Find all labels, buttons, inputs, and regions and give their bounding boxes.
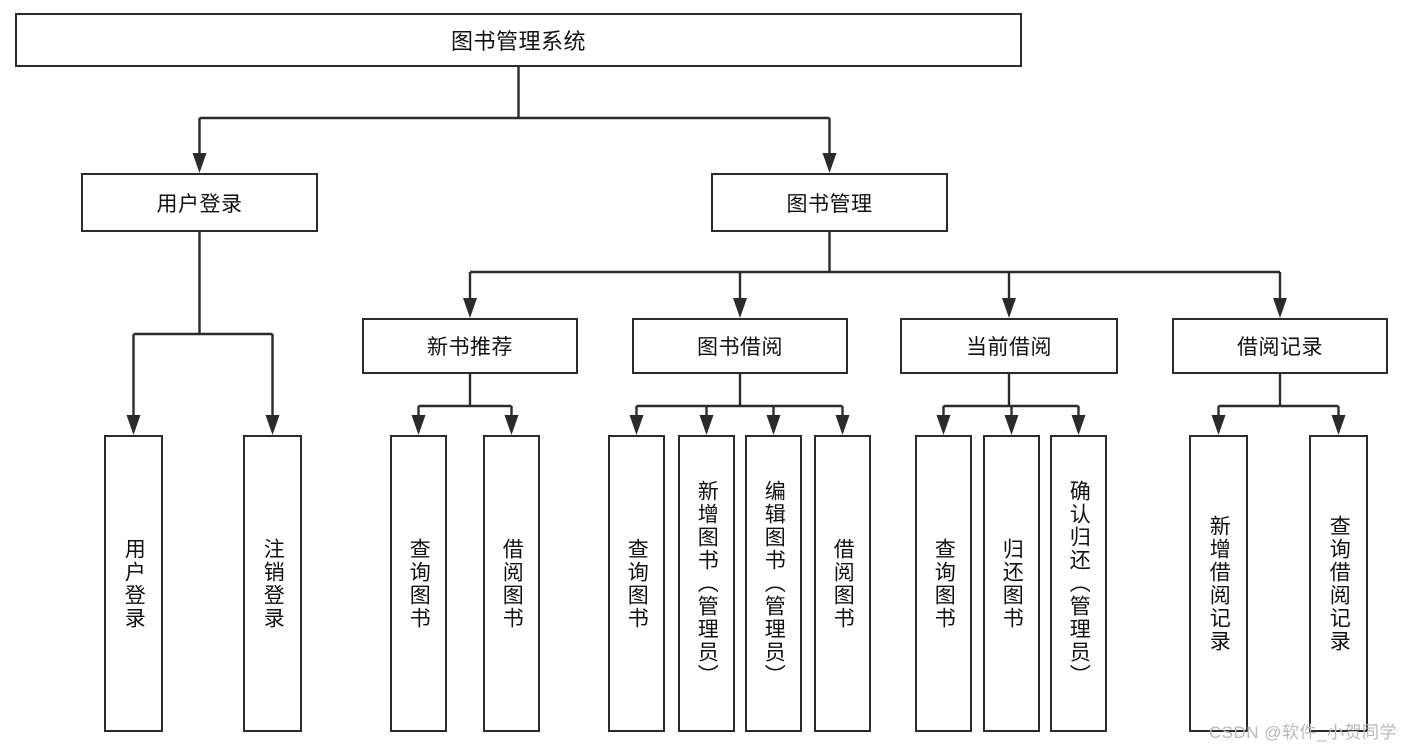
node-label: 查询借阅记录 (1327, 514, 1351, 653)
node-label: 注销登录 (261, 537, 285, 630)
node-label: 借阅图书 (500, 537, 524, 630)
node-leaf-2[interactable]: 查询图书 (390, 435, 447, 732)
node-leaf-12[interactable]: 查询借阅记录 (1309, 435, 1368, 732)
node-label: 新增借阅记录 (1207, 514, 1231, 653)
node-leaf-4[interactable]: 查询图书 (608, 435, 665, 732)
node-leaf-7[interactable]: 借阅图书 (814, 435, 871, 732)
node-leaf-8[interactable]: 查询图书 (915, 435, 972, 732)
node-leaf-0[interactable]: 用户登录 (104, 435, 163, 732)
node-label: 查询图书 (932, 537, 956, 630)
node-label: 图书管理 (786, 192, 873, 216)
watermark-text: CSDN @软件_小贺同学 (1208, 723, 1397, 742)
node-leaf-11[interactable]: 新增借阅记录 (1189, 435, 1248, 732)
node-level3-2[interactable]: 当前借阅 (900, 318, 1118, 374)
node-level3-3[interactable]: 借阅记录 (1172, 318, 1388, 374)
node-label: 用户登录 (122, 537, 146, 630)
node-label: 借阅记录 (1237, 336, 1323, 359)
node-label: 编辑图书（管理员） (762, 480, 786, 687)
node-label: 查询图书 (407, 537, 431, 630)
node-label: 图书借阅 (697, 336, 783, 359)
node-label: 查询图书 (625, 537, 649, 630)
node-label: 新增图书（管理员） (695, 480, 719, 687)
node-label: 图书管理系统 (450, 29, 586, 54)
node-leaf-6[interactable]: 编辑图书（管理员） (745, 435, 802, 732)
node-leaf-10[interactable]: 确认归还（管理员） (1050, 435, 1107, 732)
node-label: 用户登录 (156, 192, 243, 216)
node-leaf-1[interactable]: 注销登录 (243, 435, 302, 732)
node-level2-1[interactable]: 图书管理 (711, 173, 948, 232)
node-label: 归还图书 (1000, 537, 1024, 630)
node-root[interactable]: 图书管理系统 (15, 13, 1022, 67)
node-leaf-3[interactable]: 借阅图书 (483, 435, 540, 732)
node-level2-0[interactable]: 用户登录 (81, 173, 318, 232)
node-label: 确认归还（管理员） (1067, 480, 1091, 687)
node-label: 当前借阅 (966, 336, 1052, 359)
node-label: 借阅图书 (831, 537, 855, 630)
node-leaf-9[interactable]: 归还图书 (983, 435, 1040, 732)
node-level3-1[interactable]: 图书借阅 (632, 318, 848, 374)
node-level3-0[interactable]: 新书推荐 (362, 318, 578, 374)
node-label: 新书推荐 (427, 336, 513, 359)
node-leaf-5[interactable]: 新增图书（管理员） (678, 435, 735, 732)
